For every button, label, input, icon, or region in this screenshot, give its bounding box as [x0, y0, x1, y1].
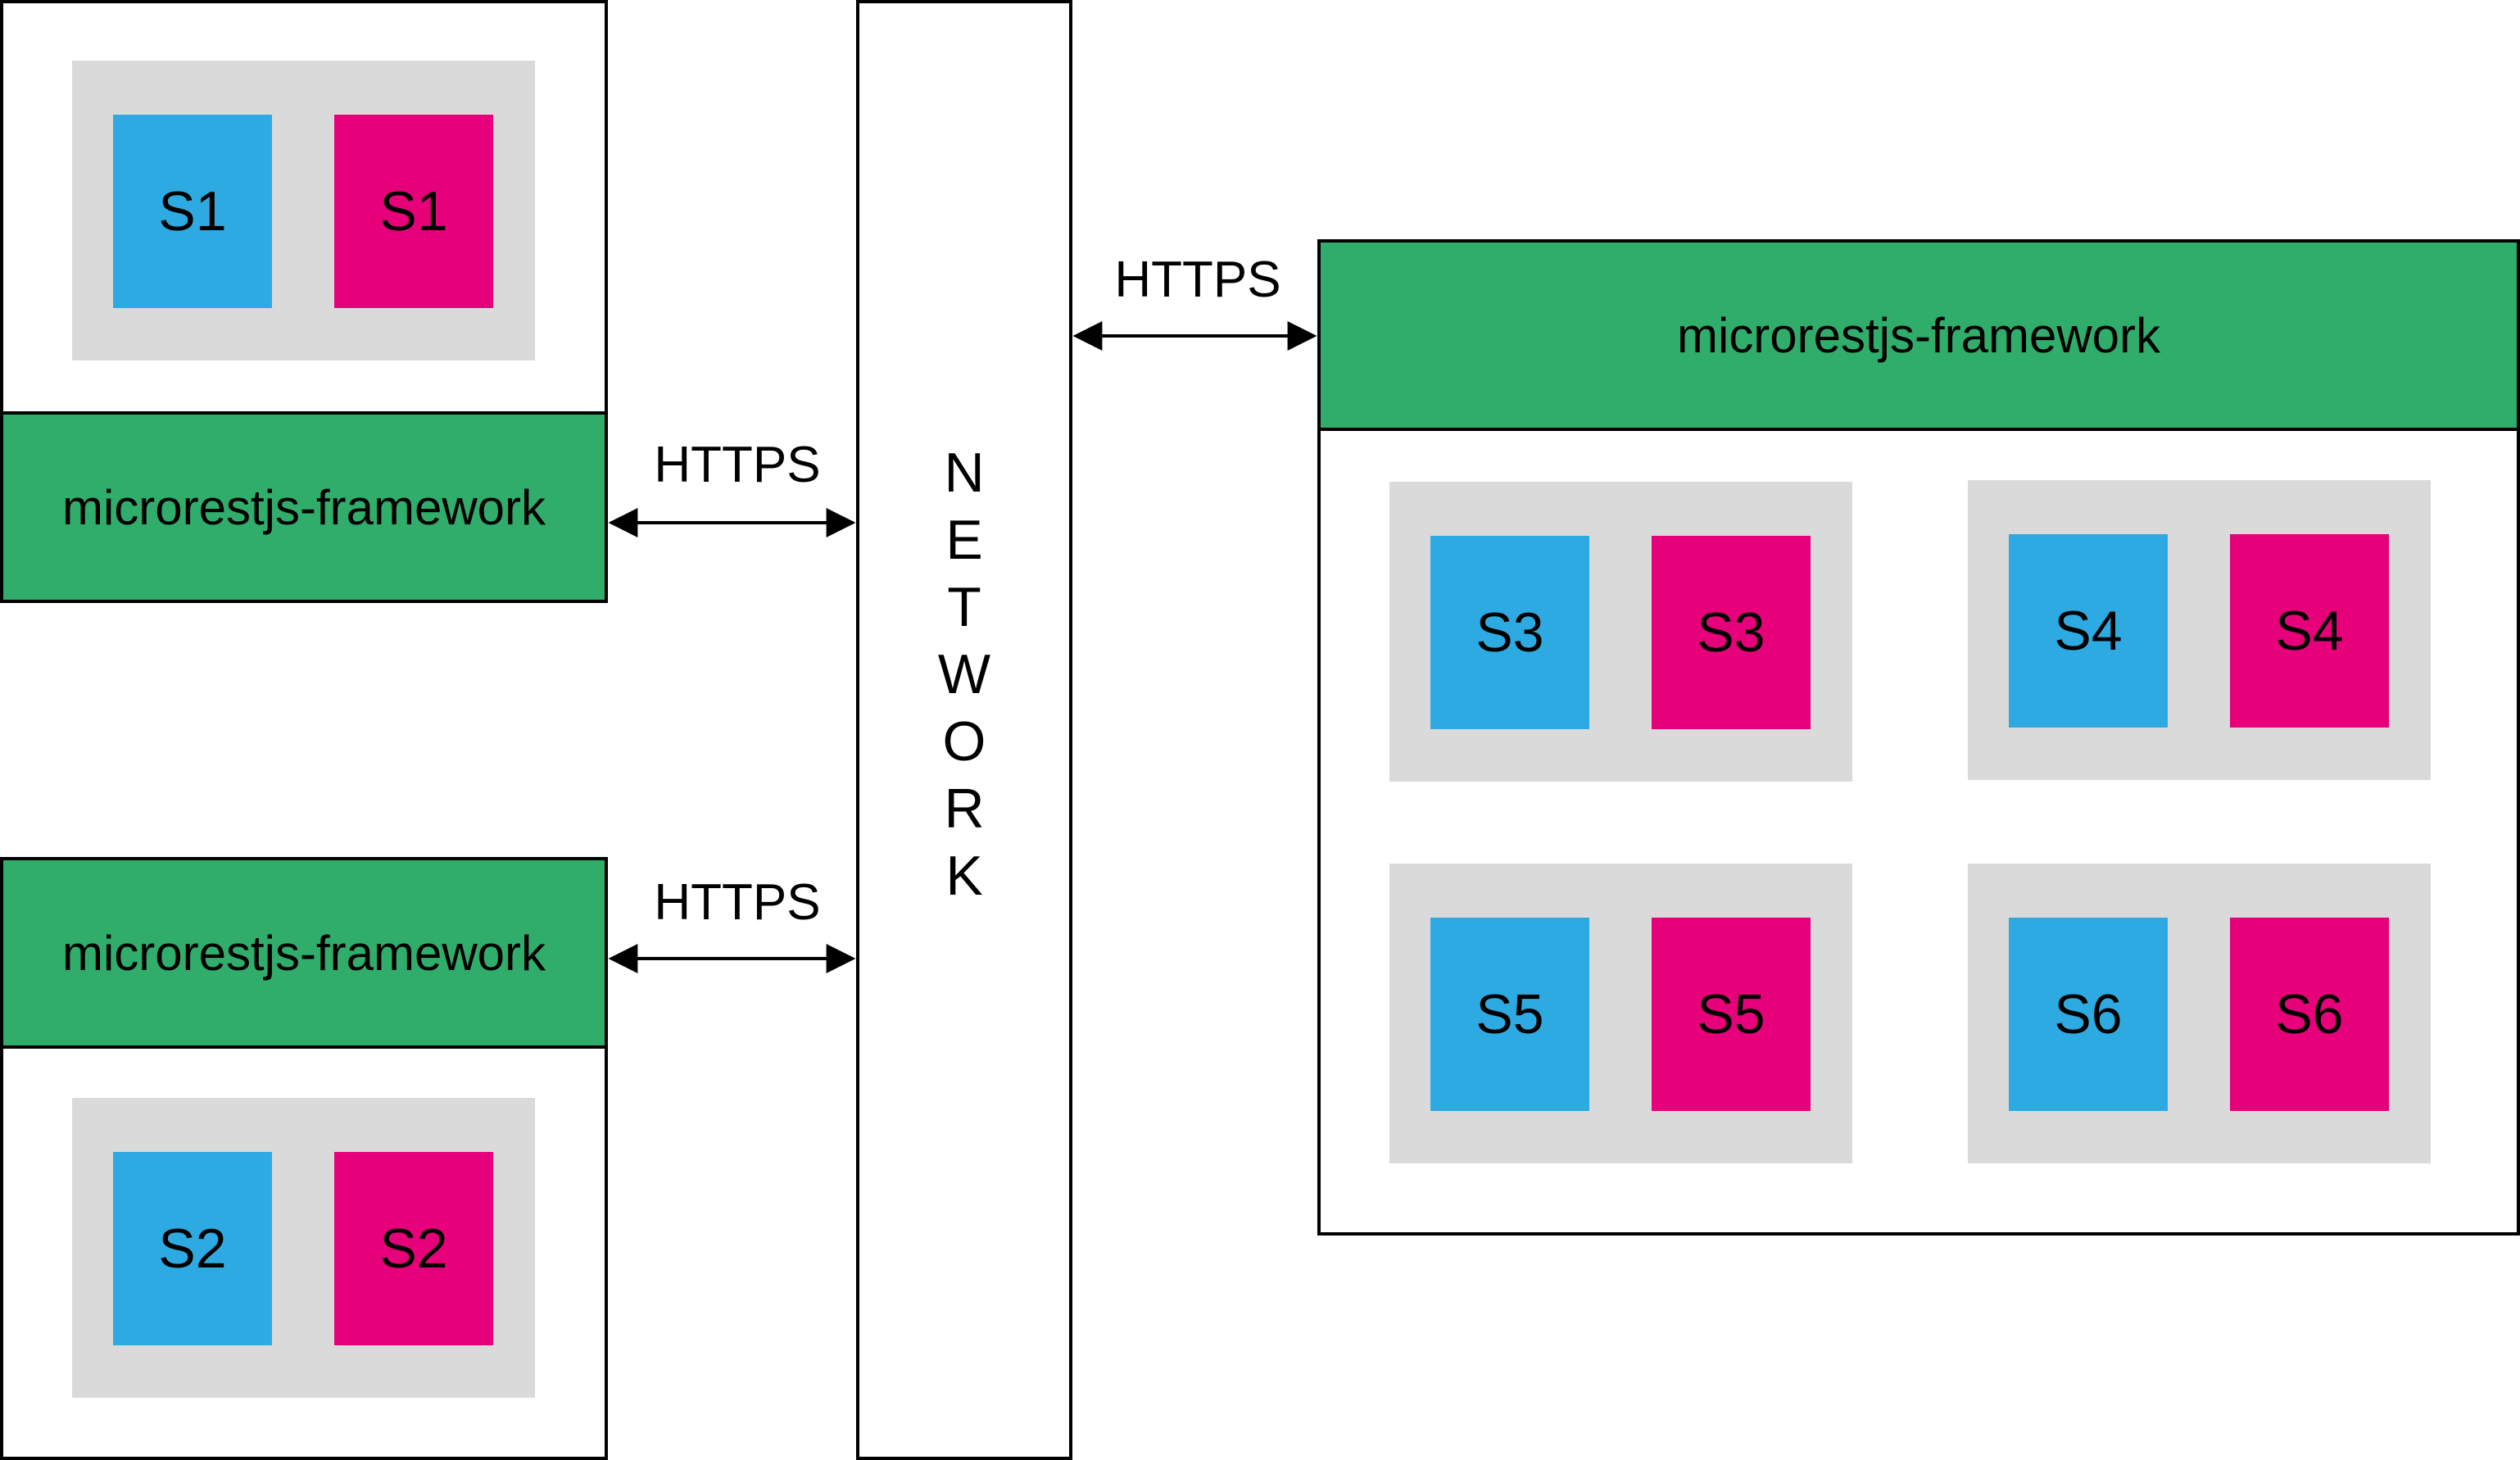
service-s4-blue: S4 [2009, 534, 2168, 728]
service-label: S5 [1475, 983, 1544, 1045]
service-s3-pink: S3 [1652, 536, 1811, 729]
service-label: S4 [2054, 600, 2123, 662]
service-label: S4 [2275, 600, 2344, 662]
service-label: S1 [158, 180, 227, 243]
framework-bar-host-3: microrestjs-framework [1317, 239, 2520, 431]
service-label: S2 [379, 1217, 448, 1280]
network-letter: W [937, 643, 991, 705]
network-box [856, 0, 1072, 1460]
link-label-host-2: HTTPS [654, 874, 821, 931]
network-letter: O [942, 710, 986, 773]
service-label: S6 [2054, 983, 2123, 1045]
framework-label: microrestjs-framework [61, 479, 546, 535]
service-s5-pink: S5 [1652, 918, 1811, 1111]
service-s3-blue: S3 [1430, 536, 1589, 729]
link-label-host-3: HTTPS [1114, 252, 1281, 308]
network-letter: T [947, 576, 981, 638]
service-s4-pink: S4 [2230, 534, 2389, 728]
service-label: S5 [1697, 983, 1765, 1045]
framework-label: microrestjs-framework [61, 925, 546, 981]
service-s2-blue: S2 [113, 1152, 272, 1345]
framework-bar-host-1: microrestjs-framework [0, 411, 608, 603]
service-label: S6 [2275, 983, 2344, 1045]
service-s1-pink: S1 [334, 115, 493, 308]
network-label: N E T W O R K [856, 439, 1072, 909]
network-letter: R [944, 778, 985, 840]
service-s1-blue: S1 [113, 115, 272, 308]
network-letter: E [945, 509, 983, 571]
network-letter: N [944, 442, 985, 504]
framework-label: microrestjs-framework [1676, 307, 2161, 363]
service-s5-blue: S5 [1430, 918, 1589, 1111]
service-s6-blue: S6 [2009, 918, 2168, 1111]
framework-bar-host-2: microrestjs-framework [0, 857, 608, 1049]
service-s2-pink: S2 [334, 1152, 493, 1345]
service-s6-pink: S6 [2230, 918, 2389, 1111]
link-label-host-1: HTTPS [654, 437, 821, 493]
service-label: S1 [379, 180, 448, 243]
service-label: S2 [158, 1217, 227, 1280]
service-label: S3 [1475, 601, 1544, 664]
service-label: S3 [1697, 601, 1765, 664]
network-letter: K [945, 845, 983, 907]
